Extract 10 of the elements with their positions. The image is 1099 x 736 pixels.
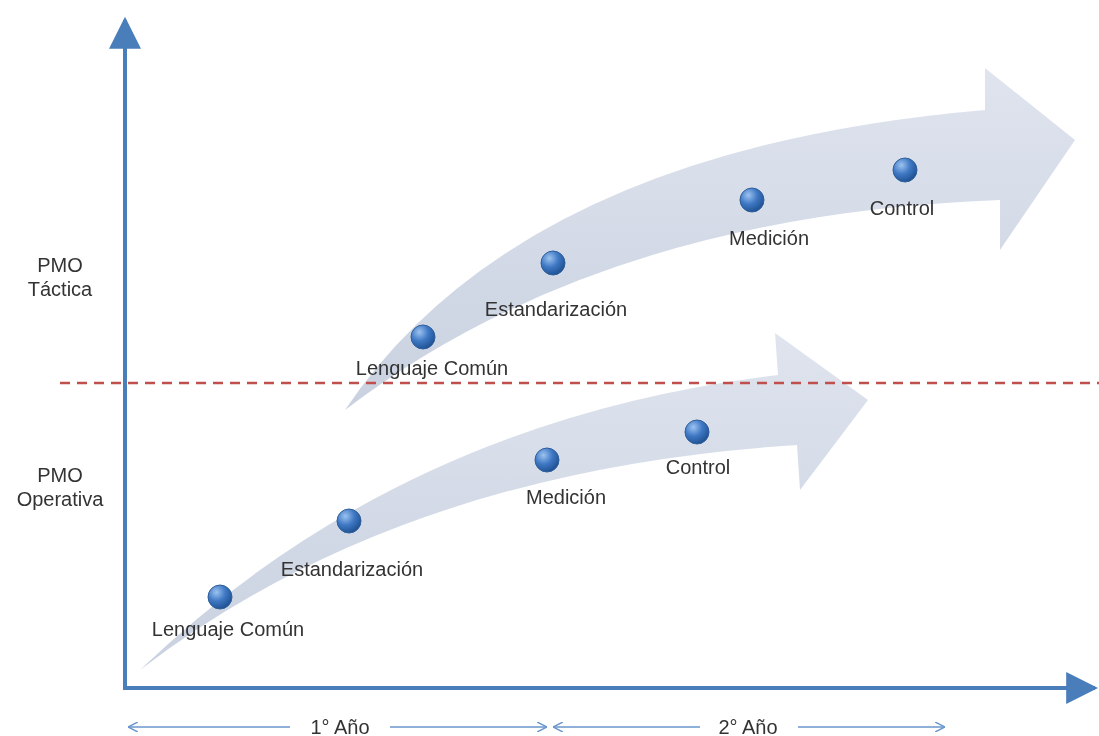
level-label: PMO Táctica — [26, 253, 94, 301]
milestone-label: Medición — [729, 226, 809, 250]
milestone-label: Control — [869, 196, 935, 220]
level-label: PMO Operativa — [15, 463, 105, 511]
milestone-label: Lenguaje Común — [151, 617, 305, 641]
milestone-label: Control — [665, 455, 731, 479]
milestone-label: Estandarización — [484, 297, 628, 321]
milestone-label: Medición — [526, 485, 606, 509]
milestone-label: Estandarización — [280, 557, 424, 581]
milestone-label: Lenguaje Común — [355, 356, 509, 380]
